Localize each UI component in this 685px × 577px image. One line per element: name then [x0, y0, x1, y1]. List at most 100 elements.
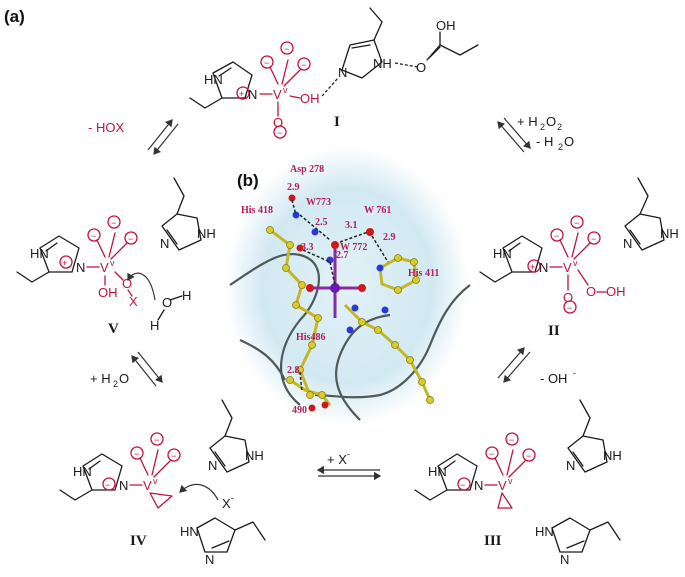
svg-text:O: O: [162, 295, 172, 310]
svg-text:O: O: [122, 276, 132, 291]
residue-label: His 418: [241, 205, 273, 216]
svg-text:−: −: [460, 480, 465, 490]
svg-text:+: +: [530, 262, 535, 272]
residue-label: Asp 278: [290, 164, 324, 175]
svg-text:HN: HN: [493, 246, 512, 261]
svg-text:−: −: [554, 231, 559, 241]
svg-text:V: V: [498, 478, 507, 493]
svg-text:O: O: [564, 134, 574, 149]
species-label-IV: IV: [130, 533, 147, 549]
svg-text:OH: OH: [300, 91, 320, 106]
svg-text:N: N: [119, 478, 128, 493]
residue-label: W 761: [364, 205, 391, 216]
svg-text:−: −: [277, 128, 282, 138]
svg-text:2: 2: [540, 122, 545, 132]
svg-text:−: −: [301, 60, 306, 70]
svg-text:- HOX: - HOX: [88, 120, 124, 135]
svg-text:2: 2: [113, 379, 118, 389]
distance-label: 2.5: [315, 217, 328, 228]
svg-text:+ H: + H: [517, 114, 538, 129]
residue-label: W773: [306, 197, 331, 208]
species-label-II: II: [548, 323, 560, 339]
svg-text:X: X: [129, 294, 138, 309]
svg-text:N: N: [474, 478, 483, 493]
svg-text:- H: - H: [536, 134, 553, 149]
svg-text:−: −: [567, 303, 572, 313]
svg-text:O: O: [416, 60, 426, 75]
svg-text:−: −: [574, 218, 579, 228]
species-III: HN N − V v − − − N NH HN N III: [414, 399, 622, 567]
residue-label: His 411: [408, 268, 439, 279]
svg-text:−: −: [171, 451, 176, 461]
svg-text:+: +: [62, 258, 67, 268]
svg-text:V: V: [100, 260, 109, 275]
svg-text:O: O: [119, 371, 129, 386]
svg-text:−: −: [91, 231, 96, 241]
species-IV: HN N − V v − − − X - N NH HN N IV: [59, 399, 266, 567]
svg-text:NH: NH: [660, 226, 679, 241]
vanadium-label: V: [273, 87, 282, 102]
svg-text:+ X: + X: [327, 452, 347, 467]
svg-text:X: X: [222, 496, 231, 511]
charge: +: [239, 89, 244, 99]
svg-text:N: N: [623, 236, 632, 251]
svg-text:N: N: [560, 552, 569, 567]
species-I: HN N + V v − − − OH O − N NH O: [189, 7, 479, 139]
svg-text:- OH: - OH: [540, 371, 567, 386]
distance-label: 3.1: [345, 220, 358, 231]
residue-label: W 772: [340, 242, 367, 253]
svg-text:−: −: [591, 234, 596, 244]
svg-text:N: N: [205, 552, 214, 567]
distance-label: 3.3: [301, 242, 314, 253]
svg-text:−: −: [128, 234, 133, 244]
svg-text:NH: NH: [245, 448, 264, 463]
panel-label-b: (b): [237, 171, 259, 190]
svg-text:HN: HN: [73, 464, 92, 479]
distance-label: 2.9: [287, 182, 300, 193]
svg-text:v: v: [508, 476, 513, 486]
svg-text:−: −: [526, 451, 531, 461]
svg-text:HN: HN: [535, 524, 554, 539]
svg-text:NH: NH: [373, 56, 392, 71]
svg-text:N: N: [76, 260, 85, 275]
svg-text:OH: OH: [436, 18, 456, 33]
distance-label: 2.8: [287, 365, 300, 376]
svg-text:O: O: [273, 115, 283, 130]
residue-label: 490: [292, 405, 307, 416]
svg-text:-: -: [347, 449, 350, 459]
svg-text:HN: HN: [30, 246, 49, 261]
svg-text:2: 2: [557, 122, 562, 132]
svg-text:-: -: [231, 493, 234, 503]
residue-label: His486: [296, 332, 325, 343]
svg-text:v: v: [153, 476, 158, 486]
svg-text:H: H: [150, 318, 159, 333]
svg-text:+ H: + H: [90, 371, 111, 386]
svg-text:V: V: [563, 260, 572, 275]
svg-text:−: −: [154, 435, 159, 445]
svg-text:NH: NH: [197, 226, 216, 241]
svg-text:−: −: [134, 449, 139, 459]
svg-text:−: −: [489, 449, 494, 459]
atom-label: N: [248, 87, 257, 102]
active-site-image: Asp 278 His 418 W773 W 761 W 772 His 411…: [225, 146, 471, 426]
equilibrium-arrows: + H 2 O 2 - H 2 O - OH - + X - + H 2 O -…: [88, 114, 576, 481]
svg-text:−: −: [105, 480, 110, 490]
species-label-V: V: [108, 321, 119, 337]
svg-text:N: N: [160, 236, 169, 251]
svg-text:V: V: [143, 478, 152, 493]
species-V: HN N + V v − − − OH O X O H H N NH V: [16, 177, 216, 337]
svg-text:v: v: [110, 258, 115, 268]
svg-text:NH: NH: [603, 448, 622, 463]
svg-text:−: −: [111, 218, 116, 228]
svg-text:v: v: [283, 85, 288, 95]
svg-text:2: 2: [558, 142, 563, 152]
svg-text:HN: HN: [180, 524, 199, 539]
species-II: HN N + V v − − − O − O OH N NH II: [479, 177, 679, 339]
svg-text:HN: HN: [428, 464, 447, 479]
svg-text:O: O: [546, 114, 556, 129]
species-label-III: III: [484, 533, 502, 549]
distance-label: 2.7: [336, 250, 349, 261]
svg-text:OH: OH: [98, 285, 118, 300]
svg-text:−: −: [264, 58, 269, 68]
